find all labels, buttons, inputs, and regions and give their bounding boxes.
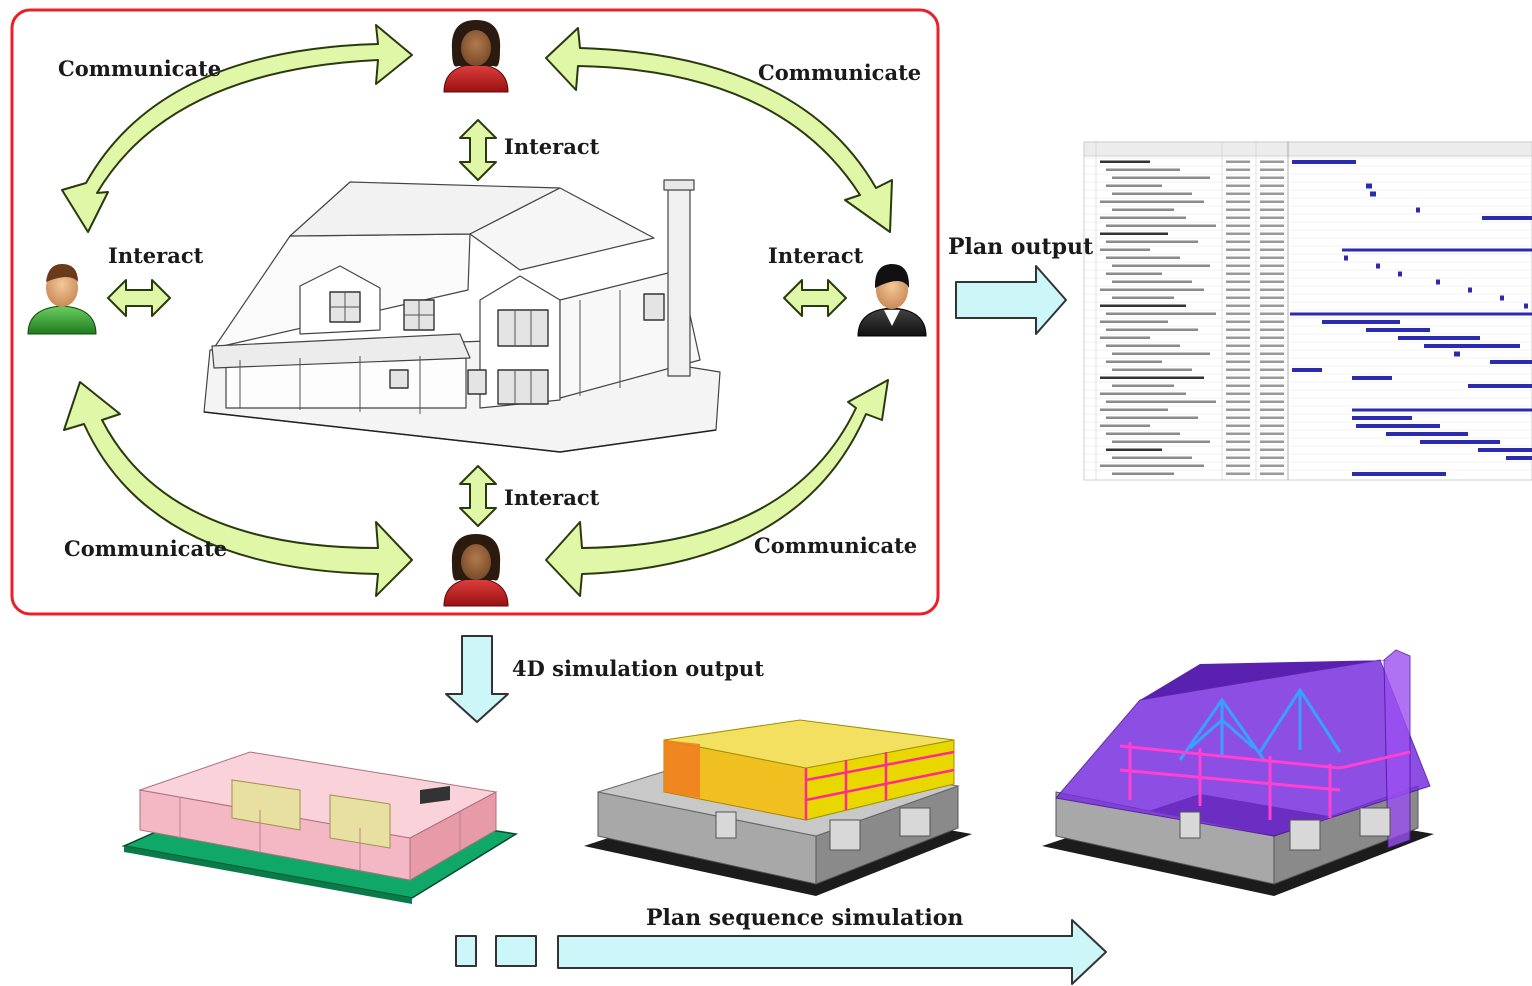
gantt-bar bbox=[1398, 336, 1480, 340]
gantt-bar bbox=[1342, 248, 1532, 252]
gantt-bar bbox=[1356, 424, 1440, 428]
person-icon-male-left bbox=[27, 264, 97, 335]
gantt-bar bbox=[1292, 160, 1356, 164]
gantt-bar bbox=[1322, 320, 1400, 324]
communicate-label-top-left: Communicate bbox=[58, 56, 222, 81]
gantt-bar bbox=[1290, 312, 1532, 316]
person-icon-male-right bbox=[857, 264, 927, 337]
gantt-bar bbox=[1524, 303, 1528, 309]
gantt-bar bbox=[1500, 295, 1504, 301]
plan-output-arrow bbox=[955, 265, 1067, 335]
gantt-chart-image bbox=[1083, 141, 1532, 481]
interact-label-bottom: Interact bbox=[504, 485, 600, 510]
gantt-bar bbox=[1352, 408, 1532, 412]
interact-arrow-bottom bbox=[459, 465, 497, 527]
house-line-drawing bbox=[203, 179, 721, 453]
gantt-bar bbox=[1454, 351, 1460, 357]
sequence-block-medium bbox=[495, 935, 537, 967]
interact-arrow-right bbox=[783, 279, 847, 317]
gantt-bar bbox=[1478, 448, 1532, 452]
gantt-bar bbox=[1490, 360, 1532, 364]
gantt-bar bbox=[1376, 263, 1380, 269]
interact-arrow-left bbox=[107, 279, 171, 317]
gantt-bar bbox=[1370, 191, 1376, 197]
communicate-label-bottom-right: Communicate bbox=[754, 533, 918, 558]
sequence-block-small bbox=[455, 935, 477, 967]
collaboration-frame bbox=[10, 8, 940, 616]
gantt-bar bbox=[1352, 376, 1392, 380]
gantt-bar bbox=[1292, 368, 1322, 372]
building-stage-2 bbox=[584, 719, 972, 896]
simulation-output-label: 4D simulation output bbox=[512, 656, 764, 681]
building-stage-1 bbox=[121, 751, 519, 904]
gantt-bar bbox=[1366, 328, 1430, 332]
communicate-label-top-right: Communicate bbox=[758, 60, 922, 85]
gantt-bar bbox=[1482, 216, 1532, 220]
interact-arrow-top bbox=[459, 119, 497, 181]
gantt-bar bbox=[1506, 456, 1532, 460]
gantt-bar bbox=[1468, 384, 1532, 388]
building-stage-3 bbox=[1042, 649, 1434, 896]
gantt-bar bbox=[1424, 344, 1520, 348]
interact-label-left: Interact bbox=[108, 243, 204, 268]
communicate-arrow-bottom-right bbox=[545, 379, 889, 597]
communicate-arrow-top-left bbox=[61, 24, 413, 233]
simulation-output-arrow bbox=[445, 635, 509, 723]
gantt-bar bbox=[1416, 207, 1420, 213]
gantt-bar bbox=[1420, 440, 1500, 444]
person-icon-female-top bbox=[443, 20, 509, 93]
plan-output-label: Plan output bbox=[948, 234, 1094, 260]
gantt-bar bbox=[1366, 183, 1372, 189]
person-icon-female-bottom bbox=[443, 534, 509, 607]
plan-sequence-arrow bbox=[455, 919, 1107, 985]
gantt-bar bbox=[1436, 279, 1440, 285]
gantt-bar bbox=[1344, 255, 1348, 261]
interact-label-top: Interact bbox=[504, 134, 600, 159]
communicate-arrow-bottom-left bbox=[63, 381, 413, 597]
communicate-label-bottom-left: Communicate bbox=[64, 536, 228, 561]
gantt-bar bbox=[1352, 416, 1412, 420]
communicate-arrow-top-right bbox=[545, 27, 893, 233]
plan-sequence-label: Plan sequence simulation bbox=[646, 905, 964, 931]
gantt-bar bbox=[1468, 287, 1472, 293]
gantt-bar bbox=[1398, 271, 1402, 277]
gantt-bar bbox=[1386, 432, 1468, 436]
interact-label-right: Interact bbox=[768, 243, 864, 268]
gantt-bar bbox=[1352, 472, 1446, 476]
